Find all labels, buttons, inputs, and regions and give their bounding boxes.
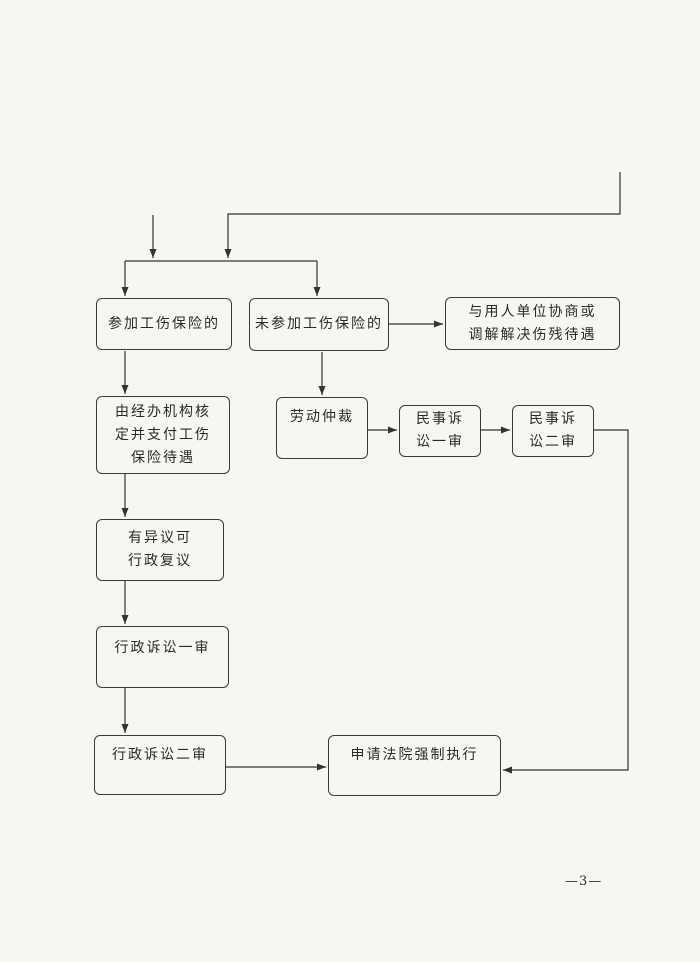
node-labor-arbitration-label: 劳动仲裁: [290, 409, 354, 425]
arrow-incoming-right: [224, 172, 621, 258]
node-agency-pay-label: 由经办机构核 定并支付工伤 保险待遇: [115, 403, 211, 466]
node-agency-pay: 由经办机构核 定并支付工伤 保险待遇: [96, 396, 230, 474]
node-uninsured: 未参加工伤保险的: [249, 298, 389, 351]
node-civil-first: 民事诉 讼一审: [399, 405, 481, 457]
node-civil-second-label: 民事诉 讼二审: [529, 411, 577, 450]
node-civil-first-label: 民事诉 讼一审: [416, 411, 464, 450]
node-negotiate-label: 与用人单位协商或 调解解决伤残待遇: [468, 303, 597, 343]
node-negotiate: 与用人单位协商或 调解解决伤残待遇: [445, 297, 620, 350]
node-admin-second-label: 行政诉讼二审: [112, 747, 208, 763]
node-admin-review-label: 有异议可 行政复议: [128, 530, 192, 569]
node-civil-second: 民事诉 讼二审: [512, 405, 594, 457]
node-admin-second: 行政诉讼二审: [94, 735, 226, 795]
node-admin-first-label: 行政诉讼一审: [114, 640, 211, 656]
node-uninsured-label: 未参加工伤保险的: [255, 316, 383, 332]
page-number: —3—: [565, 874, 603, 889]
node-insured-label: 参加工伤保险的: [108, 315, 220, 332]
node-enforcement: 申请法院强制执行: [328, 735, 501, 796]
node-admin-review: 有异议可 行政复议: [96, 519, 224, 581]
node-enforcement-label: 申请法院强制执行: [350, 747, 479, 763]
node-labor-arbitration: 劳动仲裁: [276, 397, 368, 459]
node-insured: 参加工伤保险的: [96, 298, 232, 350]
node-admin-first: 行政诉讼一审: [96, 626, 229, 688]
arrow-civil-to-enforcement: [503, 429, 629, 774]
